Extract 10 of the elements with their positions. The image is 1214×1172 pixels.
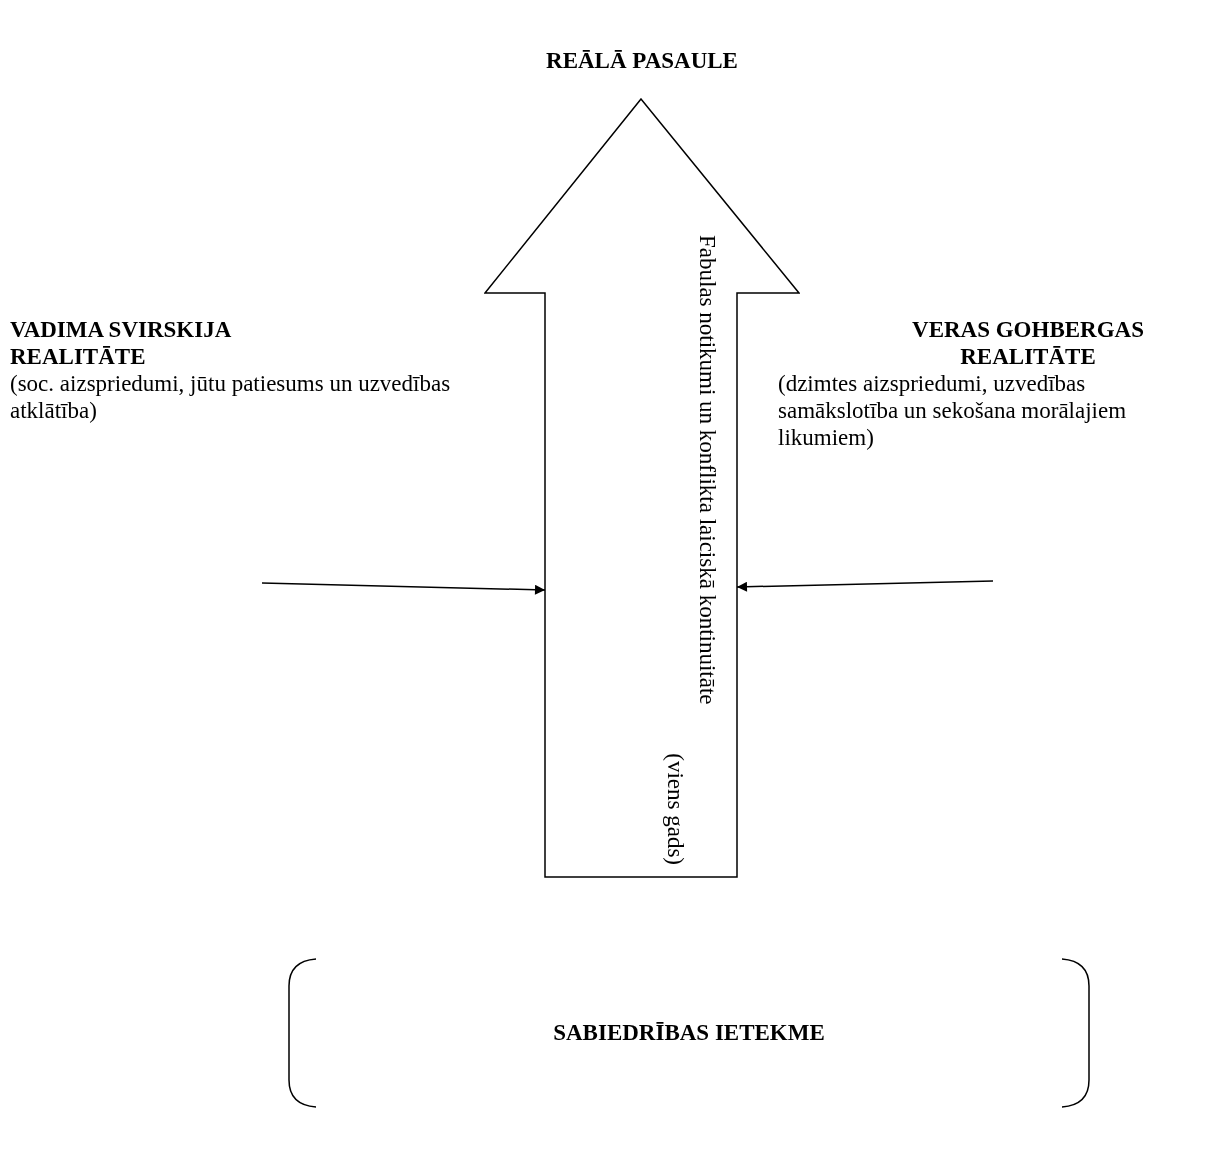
box-label: SABIEDRĪBAS IETEKME (553, 1018, 825, 1047)
arrow (261, 582, 546, 595)
vertical-text: Fabulas notikumi un konflikta laiciskā kontinuitāte (694, 235, 721, 705)
vertical-text: (viens gads) (662, 753, 689, 865)
section-heading: VADIMA SVIRSKIJA REALITĀTE (10, 316, 232, 370)
diagram-title: REĀLĀ PASAULE (546, 47, 738, 75)
section-heading: VERAS GOHBERGAS REALITĀTE (911, 316, 1145, 370)
description-text: (soc. aizspriedumi, jūtu patiesums un uzvedības atklātība) (10, 370, 452, 424)
description-text: (dzimtes aizspriedumi, uzvedības samākslotība un sekošana morālajiem likumiem) (778, 370, 1128, 451)
arrow (736, 580, 994, 592)
